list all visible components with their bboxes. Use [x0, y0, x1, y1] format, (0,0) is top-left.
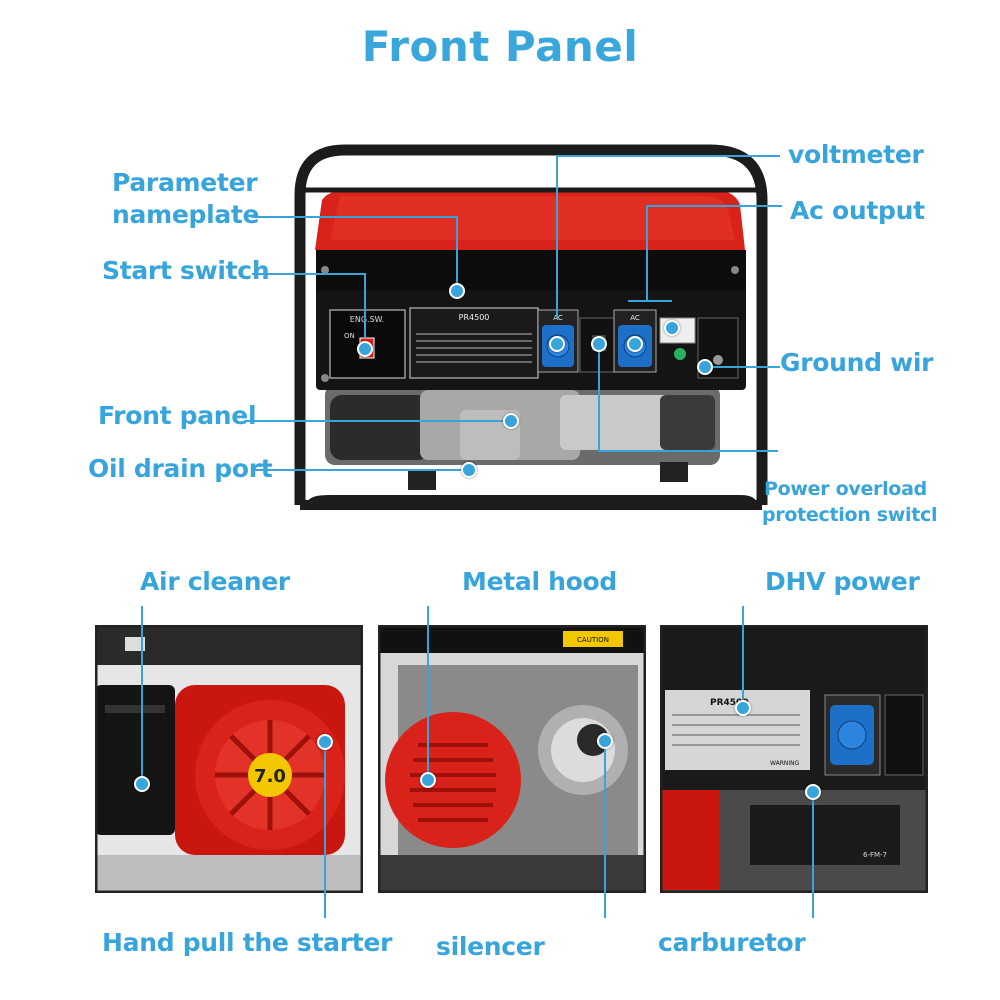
leader-acoutput-bracket — [628, 300, 672, 302]
leader-param-h — [252, 216, 457, 218]
leader-voltmeter-h — [556, 155, 780, 157]
marker-outlet-1 — [549, 336, 565, 352]
marker-metal-hood — [420, 772, 436, 788]
caution-text: CAUTION — [577, 636, 609, 644]
label-start-switch: Start switch — [102, 256, 270, 285]
photo-metal-hood: CAUTION — [378, 625, 646, 893]
label-dhv-power: DHV power — [765, 567, 920, 596]
warning-text: WARNING — [770, 760, 800, 767]
leader-air-cleaner — [141, 606, 143, 782]
marker-param — [449, 283, 465, 299]
label-ac-output: Ac output — [790, 196, 925, 225]
ac-text-1: AC — [553, 314, 563, 322]
marker-oil — [461, 462, 477, 478]
label-overload-2: protection switcl — [762, 504, 938, 526]
label-silencer: silencer — [436, 932, 545, 961]
leader-acoutput-h — [646, 205, 782, 207]
leader-silencer — [604, 740, 606, 918]
marker-carburetor — [805, 784, 821, 800]
model-text: PR4500 — [459, 313, 490, 322]
marker-hand-pull — [317, 734, 333, 750]
label-voltmeter: voltmeter — [788, 140, 924, 169]
marker-outlet-2 — [627, 336, 643, 352]
engine-badge: 7.0 — [254, 766, 286, 787]
battery-text: 6-FM-7 — [863, 851, 887, 859]
generator-illustration: ENG.SW. ON PR4500 AC AC — [294, 144, 768, 510]
leader-oil-h — [252, 469, 468, 471]
marker-silencer — [597, 733, 613, 749]
photo-air-cleaner: 7.0 — [95, 625, 363, 893]
leader-overload-h — [598, 450, 778, 452]
leader-acoutput-v — [646, 205, 648, 302]
label-param-1: Parameter — [112, 168, 258, 197]
leader-hand-pull — [324, 740, 326, 918]
page-title: Front Panel — [361, 22, 639, 71]
photo-dhv-power: PR4500 WARNING 6-FM-7 — [660, 625, 928, 893]
leader-carburetor — [812, 790, 814, 918]
leader-overload-v — [598, 340, 600, 452]
marker-start — [357, 341, 373, 357]
leader-voltmeter-v — [556, 155, 558, 318]
ac-text-2: AC — [630, 314, 640, 322]
leader-front-h — [245, 420, 510, 422]
eng-sw-text: ENG.SW. — [350, 315, 384, 324]
marker-dhv-power — [735, 700, 751, 716]
label-overload-1: Power overload — [764, 478, 927, 500]
label-front-panel: Front panel — [98, 401, 257, 430]
label-air-cleaner: Air cleaner — [140, 567, 290, 596]
leader-dhv-power — [742, 606, 744, 706]
label-param-2: nameplate — [112, 200, 260, 229]
marker-breaker — [591, 336, 607, 352]
label-hand-pull: Hand pull the starter — [102, 928, 393, 957]
leader-param-v — [456, 216, 458, 290]
marker-front — [503, 413, 519, 429]
label-carburetor: carburetor — [658, 928, 806, 957]
label-oil-drain: Oil drain port — [88, 454, 273, 483]
on-text: ON — [344, 332, 355, 340]
marker-ground — [697, 359, 713, 375]
marker-voltmeter — [664, 320, 680, 336]
label-metal-hood: Metal hood — [462, 567, 617, 596]
leader-metal-hood — [427, 606, 429, 778]
closeup-model: PR4500 — [710, 698, 749, 708]
marker-air-cleaner — [134, 776, 150, 792]
leader-start-v — [364, 273, 366, 338]
label-ground-wire: Ground wir — [780, 348, 934, 377]
leader-ground-h — [705, 366, 780, 368]
leader-start-h — [252, 273, 364, 275]
